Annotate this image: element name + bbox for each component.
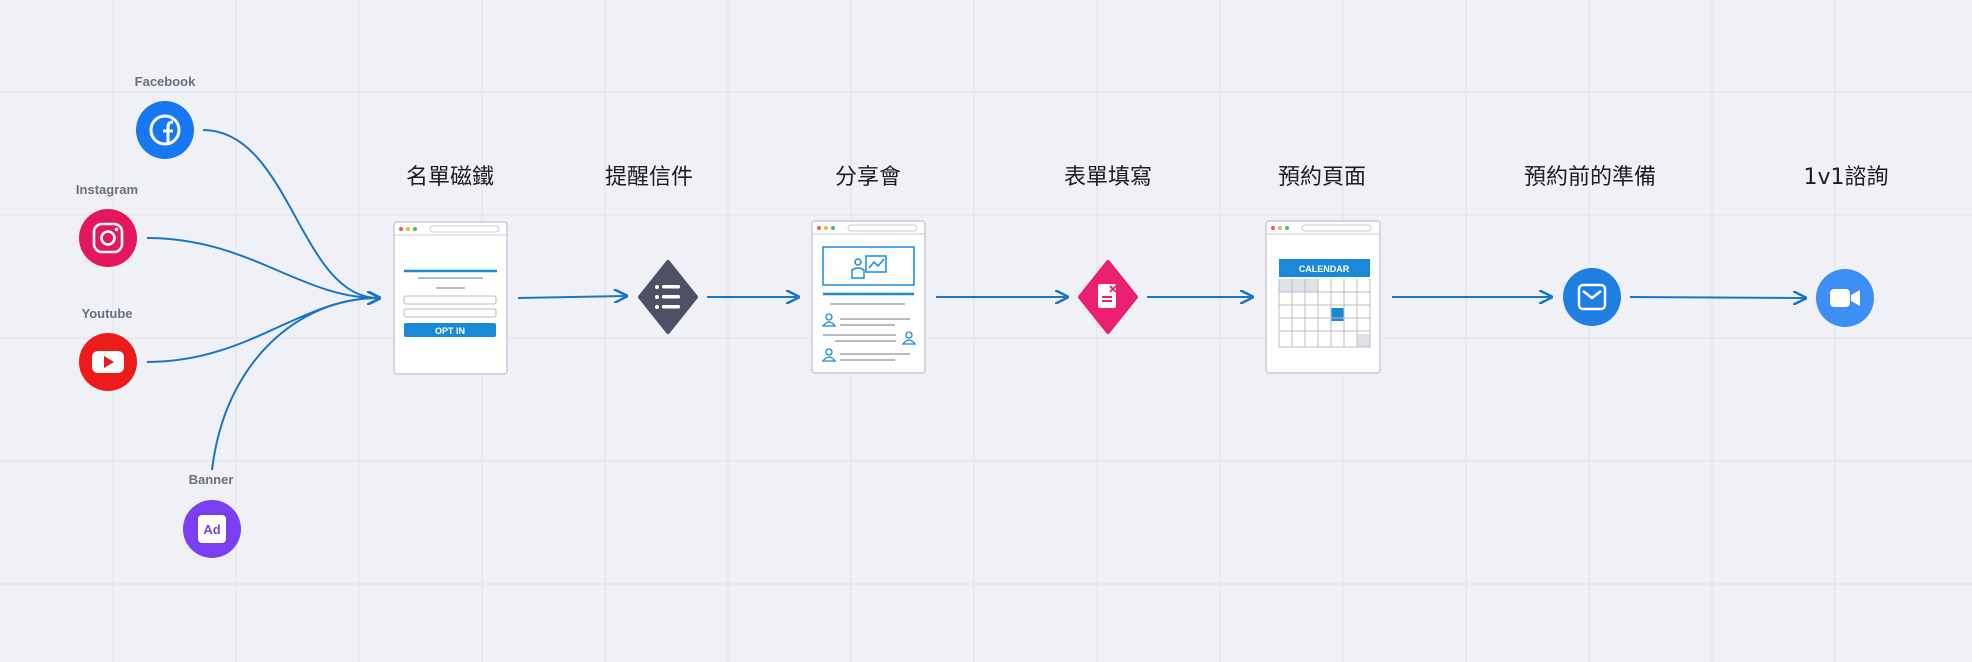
ad-icon: Ad	[198, 515, 226, 543]
source-label-instagram: Instagram	[75, 182, 139, 197]
source-label-facebook: Facebook	[134, 74, 196, 89]
stage-title-form: 表單填寫	[1063, 165, 1152, 190]
calendar-page-graphic: CALENDAR	[1265, 220, 1381, 374]
form-icon	[1098, 284, 1117, 308]
video-circle	[1816, 269, 1874, 327]
calendar-header	[1279, 259, 1370, 277]
mail-icon	[1577, 283, 1607, 311]
stage-connectors	[517, 296, 1804, 298]
source-banner: Ad	[183, 500, 241, 558]
source-instagram	[79, 209, 137, 267]
connector-facebook	[202, 129, 378, 298]
optin-page-graphic: OPT IN	[393, 221, 508, 375]
stage-title-prep: 預約前的準備	[1523, 165, 1656, 190]
stage-title-webinar: 分享會	[834, 165, 901, 190]
instagram-icon	[92, 222, 124, 254]
optin-button	[404, 323, 496, 337]
reminder-diamond	[638, 260, 698, 334]
connector-1	[517, 296, 625, 298]
stage-title-reminder: 提醒信件	[604, 165, 693, 190]
svg-text:Ad: Ad	[203, 522, 220, 537]
video-camera-icon	[1830, 289, 1860, 307]
calendar-grid	[1278, 279, 1371, 348]
source-connectors	[146, 129, 378, 471]
list-icon	[655, 285, 680, 309]
source-label-youtube: Youtube	[81, 306, 133, 321]
optin-button-label: OPT IN	[435, 326, 465, 336]
attendee-icon	[821, 313, 917, 362]
connector-banner	[211, 298, 378, 471]
source-label-banner: Banner	[188, 472, 234, 487]
facebook-icon	[149, 114, 181, 146]
source-facebook	[136, 101, 194, 159]
email-circle	[1563, 268, 1621, 326]
connector-6	[1629, 297, 1804, 298]
stage-title-booking: 預約頁面	[1277, 165, 1366, 190]
connector-instagram	[146, 237, 378, 298]
stage-title-consult: 1v1諮詢	[1803, 165, 1889, 190]
stage-title-lead-magnet: 名單磁鐵	[405, 165, 494, 190]
webinar-page-graphic	[811, 220, 926, 374]
youtube-icon	[92, 351, 124, 373]
form-diamond	[1078, 260, 1138, 334]
presenter-icon	[851, 255, 887, 279]
source-youtube	[79, 333, 137, 391]
calendar-header-label: CALENDAR	[1299, 264, 1350, 274]
